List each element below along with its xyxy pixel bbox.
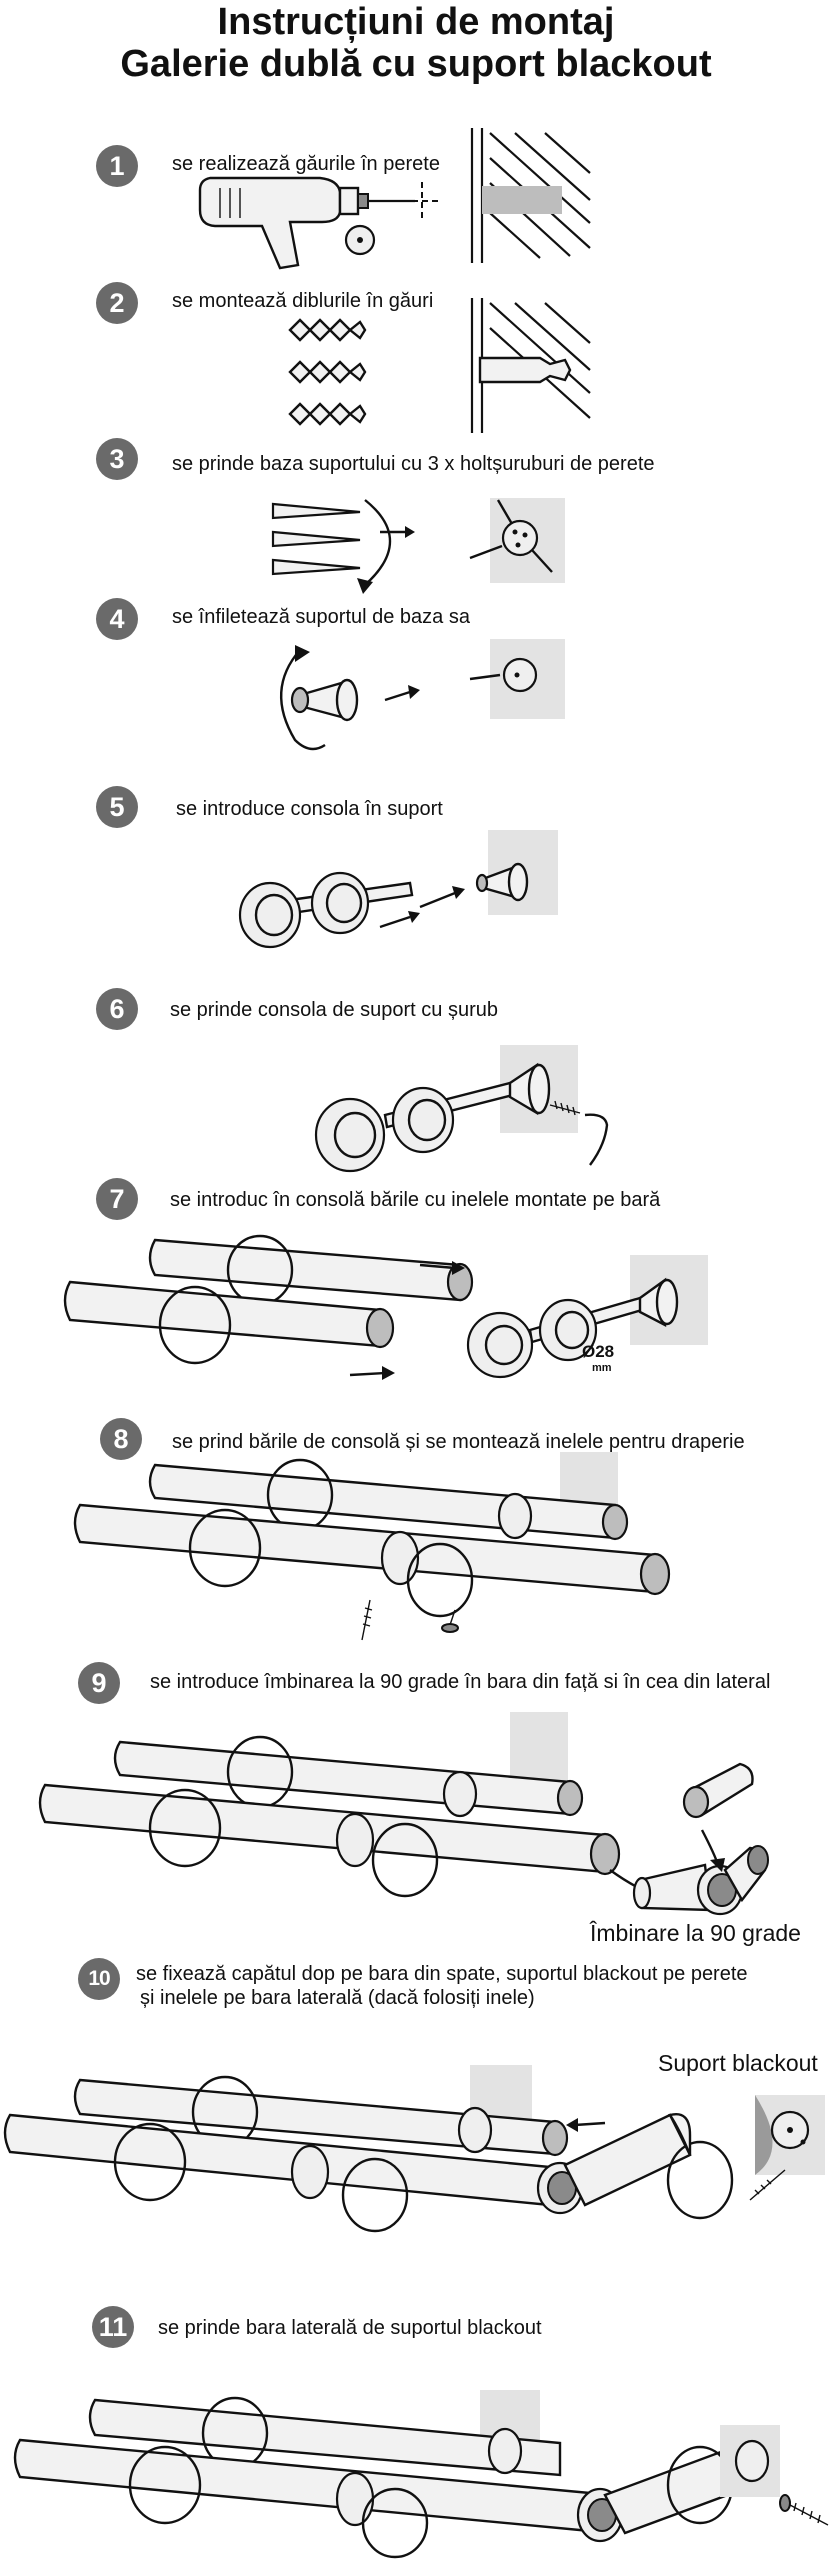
bracket-base-icon (469, 498, 565, 583)
step-text-8: se prind bările de consolă și se monteaz… (172, 1431, 745, 1453)
page-subtitle: Galerie dublă cu suport blackout (120, 43, 712, 85)
step-badge-8: 8 (100, 1418, 142, 1460)
step-text-3: se prinde baza suportului cu 3 x holtșur… (172, 453, 655, 475)
drill-icon (198, 176, 442, 270)
elbow-joint-icon (632, 1762, 769, 1916)
console-screw-icon (314, 1045, 609, 1173)
screw-icon (271, 499, 415, 594)
rod-icon (63, 1234, 474, 1380)
bracket-socket-icon (279, 645, 420, 751)
blackout-support-label: Suport blackout (658, 2050, 818, 2076)
rod-assembly-icon (73, 1452, 671, 1641)
step-text-7: se introduc în consolă bările cu inelele… (170, 1189, 661, 1211)
step-badge-6: 6 (96, 988, 138, 1030)
diameter-unit: mm (592, 1362, 612, 1374)
page-title: Instrucțiuni de montaj (217, 1, 615, 43)
wall-socket-icon (469, 639, 565, 719)
step-badge-4: 4 (96, 598, 138, 640)
step-text-4: se înfiletează suportul de baza sa (172, 606, 470, 628)
end-cap-icon (3, 2065, 734, 2233)
step-badge-7: 7 (96, 1178, 138, 1220)
step-text-5: se introduce consola în suport (176, 798, 443, 820)
console-icon (238, 830, 558, 949)
step-text-10-line1: se fixează capătul dop pe bara din spate… (136, 1963, 748, 1985)
step-text-6: se prinde consola de suport cu șurub (170, 999, 498, 1021)
dowel-icon (288, 318, 367, 426)
step-text-11: se prinde bara laterală de suportul blac… (158, 2317, 542, 2339)
step-badge-3: 3 (96, 438, 138, 480)
step-badge-11: 11 (92, 2306, 134, 2348)
side-rod-icon (13, 2390, 829, 2559)
ring-icon (466, 1255, 708, 1379)
step-badge-9: 9 (78, 1662, 120, 1704)
blackout-bracket-icon (749, 2095, 825, 2201)
elbow-front-rods-icon (38, 1712, 656, 1898)
step-text-9: se introduce îmbinarea la 90 grade în ba… (150, 1671, 771, 1693)
wall-dowel-icon (470, 298, 591, 433)
step-text-1: se realizează găurile în perete (172, 153, 440, 175)
step-text-10-line2: și inelele pe bara laterală (dacă folosi… (140, 1987, 535, 2009)
step-text-2: se montează diblurile în găuri (172, 290, 434, 312)
step-badge-5: 5 (96, 786, 138, 828)
step-badge-2: 2 (96, 282, 138, 324)
step-badge-10: 10 (78, 1958, 120, 2000)
joint-90-label: Îmbinare la 90 grade (590, 1920, 801, 1946)
wall-hole-icon (470, 128, 591, 263)
step-badge-1: 1 (96, 145, 138, 187)
diameter-label: Ø28 (582, 1342, 615, 1361)
